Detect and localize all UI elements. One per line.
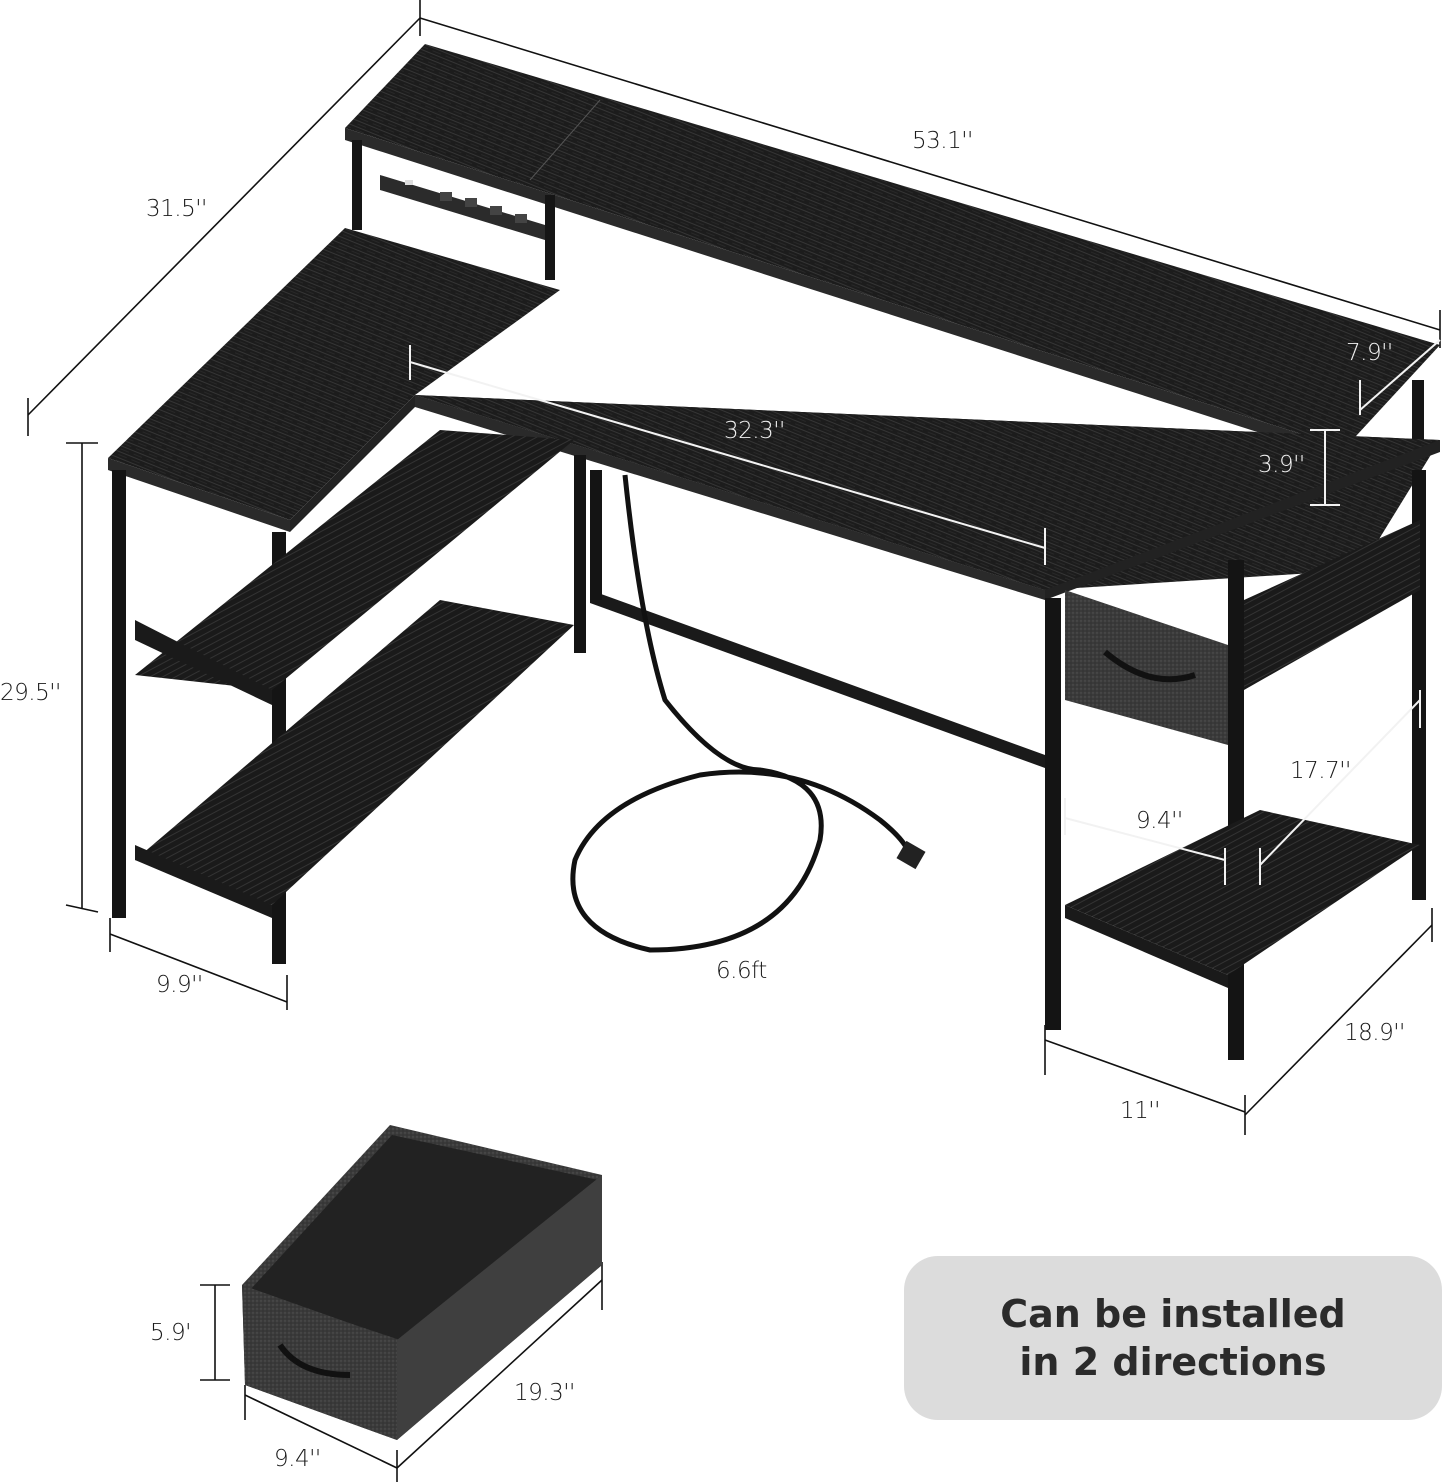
- dim-height: 29.5'': [0, 680, 61, 706]
- dim-desktop-width: 32.3'': [724, 418, 785, 444]
- cabinet-drawer: [1065, 590, 1228, 745]
- dim-drawer-height: 5.9': [150, 1320, 191, 1346]
- frame-crossbar: [590, 470, 1045, 768]
- dimension-lines: [27, 0, 1441, 1482]
- dim-monitor-stand-height: 3.9'': [1258, 452, 1305, 478]
- light-dimension-lines: [409, 339, 1441, 885]
- dim-side-shelf-width: 9.9'': [156, 972, 203, 998]
- dim-cabinet-depth: 18.9'': [1344, 1020, 1405, 1046]
- left-shelf-unit: [112, 430, 586, 964]
- badge-line-1: Can be installed: [1000, 1292, 1346, 1336]
- install-directions-badge: Can be installed in 2 directions: [904, 1256, 1442, 1420]
- dim-cabinet-width: 11'': [1120, 1098, 1160, 1124]
- power-cord: [570, 474, 926, 953]
- power-strip: [380, 175, 545, 240]
- drawer-detail: [242, 1125, 602, 1440]
- dim-drawer-width: 9.4'': [274, 1446, 321, 1472]
- dim-power-cord-length: 6.6ft: [716, 958, 767, 984]
- dim-drawer-depth: 19.3'': [514, 1380, 575, 1406]
- dim-total-width: 53.1'': [912, 128, 973, 154]
- dim-monitor-stand-depth: 7.9'': [1346, 340, 1393, 366]
- dim-cabinet-inner-depth: 17.7'': [1290, 758, 1351, 784]
- dim-cabinet-inner-width: 9.4'': [1136, 808, 1183, 834]
- badge-line-2: in 2 directions: [1019, 1340, 1327, 1384]
- right-cabinet: [1045, 470, 1426, 1060]
- desktop: [108, 228, 1440, 600]
- dim-total-depth: 31.5'': [146, 196, 207, 222]
